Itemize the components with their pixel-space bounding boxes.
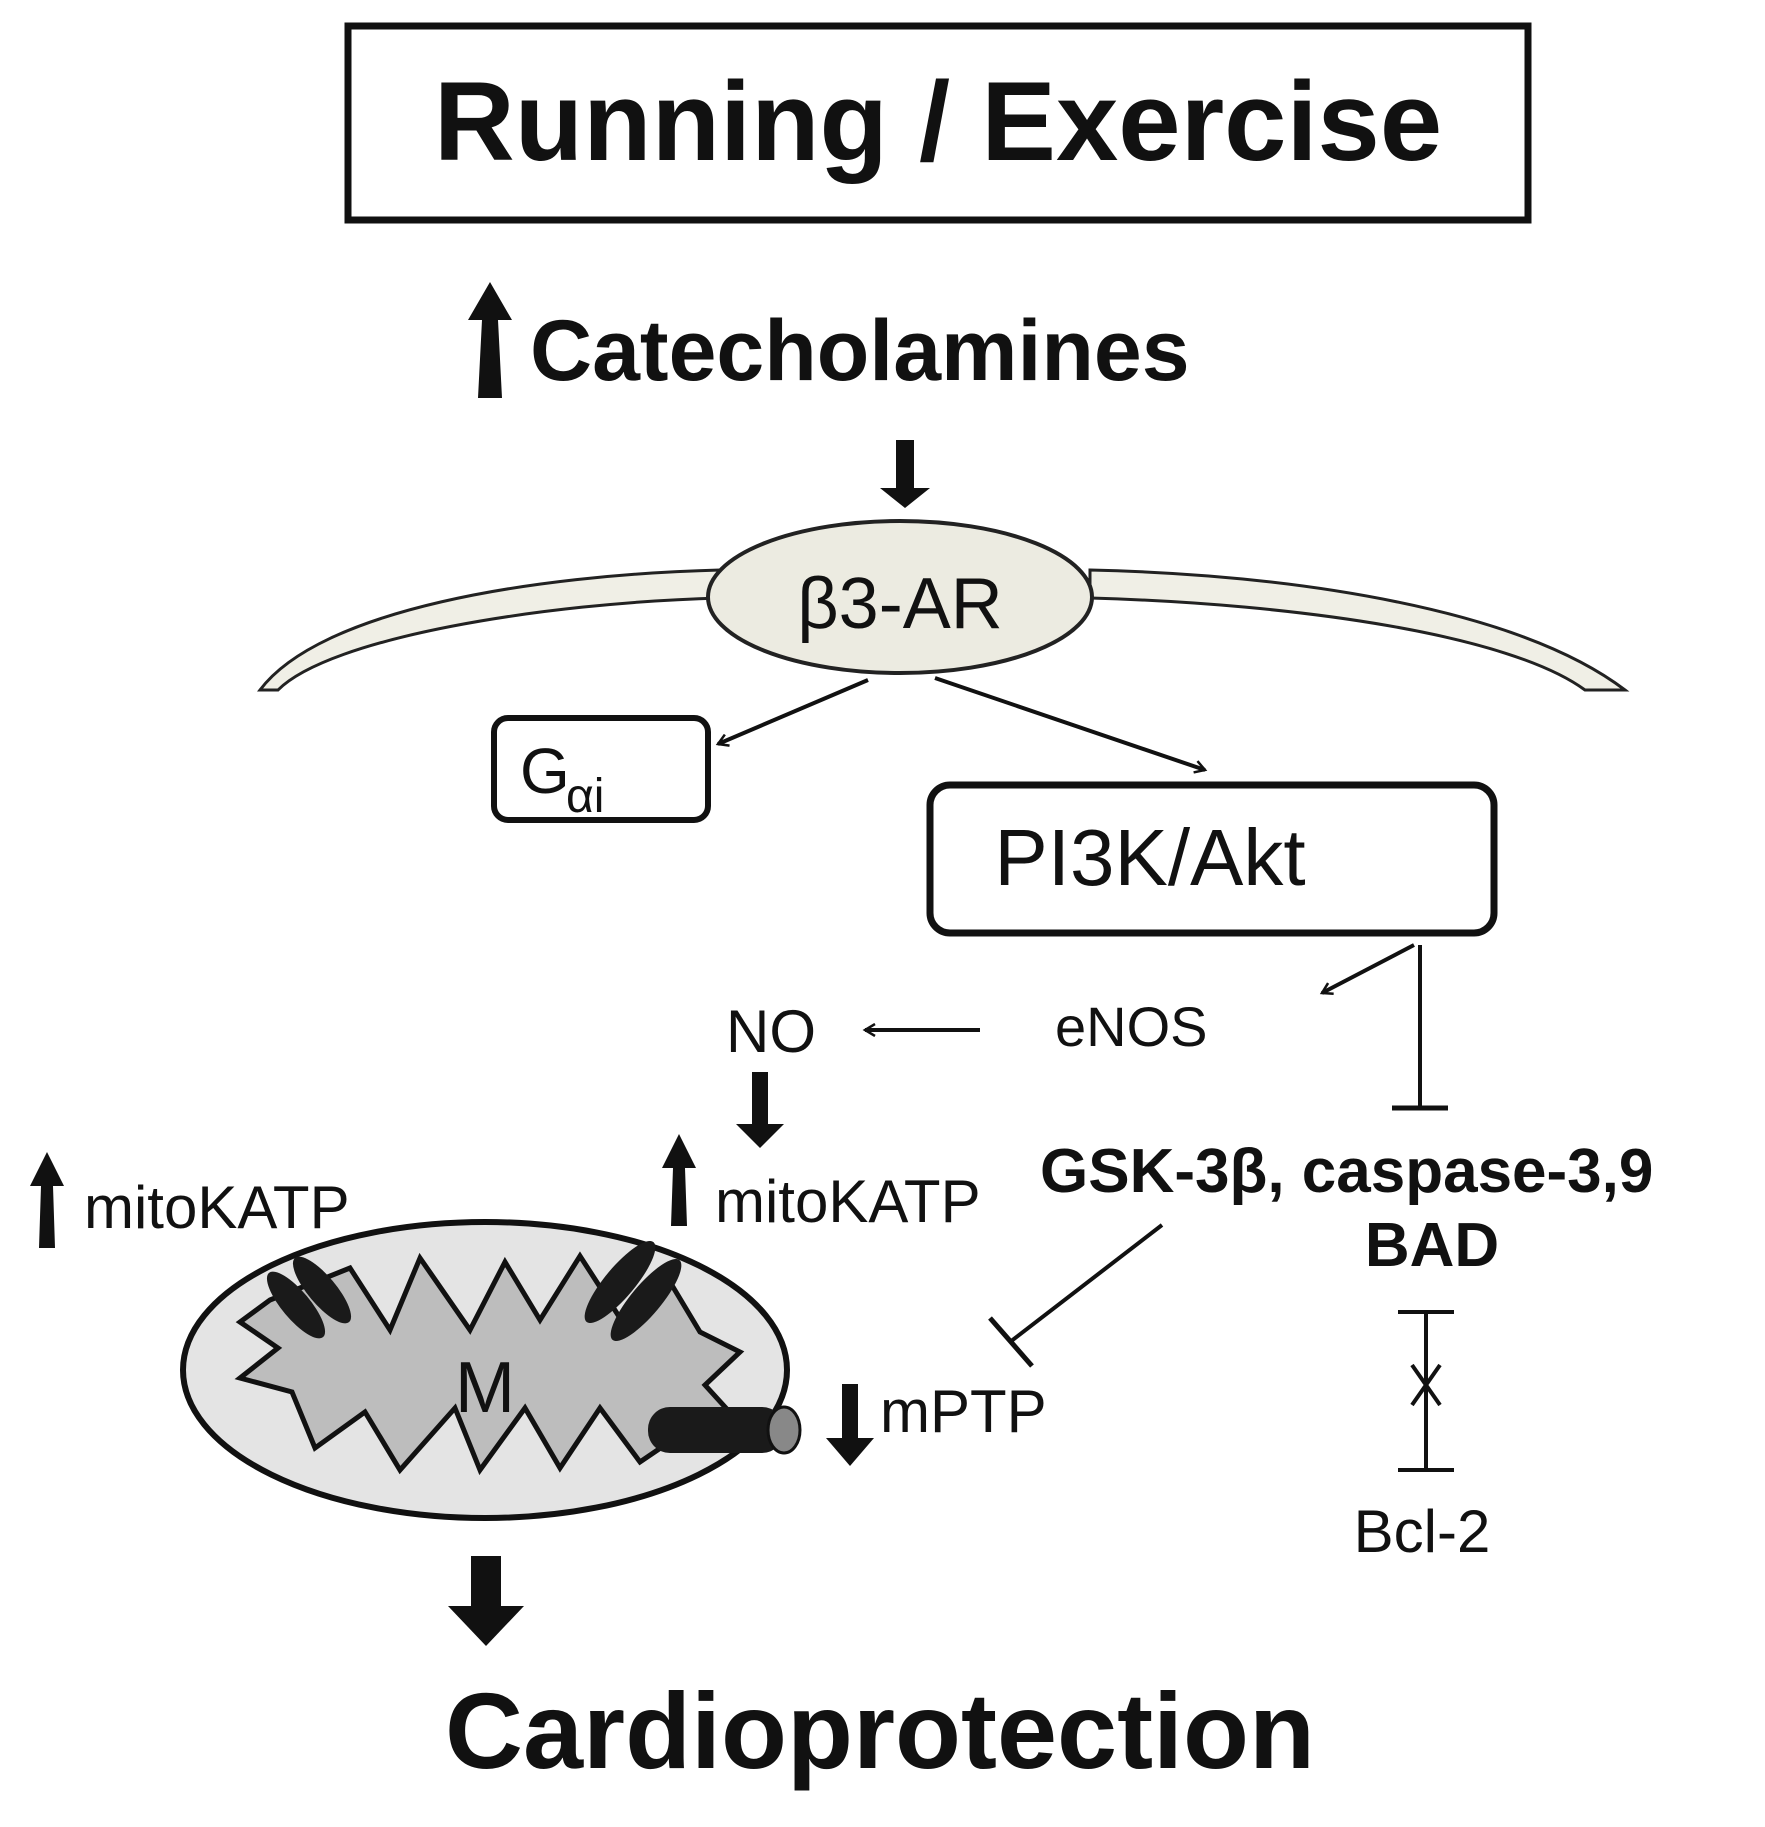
- g-alpha-i-node: G αi: [491, 715, 711, 823]
- beta3-ar-node: β3-AR: [706, 519, 1094, 675]
- gsk-caspase-label: GSK-3β, caspase-3,9: [1040, 1137, 1653, 1206]
- cardioprotection-label: Cardioprotection: [445, 1670, 1315, 1791]
- down-arrow-icon: [736, 1072, 784, 1148]
- arrow-to-pi3k-akt: [934, 676, 1205, 770]
- bad-bcl2-blocked-interaction: [1398, 1310, 1454, 1472]
- mitokatp-left-label: mitoKATP: [84, 1174, 350, 1241]
- inhibition-bar-mptp: [988, 1316, 1034, 1368]
- catecholamines-label: Catecholamines: [530, 303, 1190, 399]
- enos-label: eNOS: [1055, 995, 1208, 1058]
- pi3k-akt-label: PI3K/Akt: [994, 813, 1305, 902]
- down-arrow-icon: [880, 440, 930, 508]
- beta3-ar-label: β3-AR: [797, 564, 1002, 644]
- g-alpha-i-subscript: αi: [566, 770, 604, 823]
- mitokatp-right-label: mitoKATP: [715, 1168, 981, 1235]
- bad-label: BAD: [1365, 1211, 1499, 1280]
- no-label: NO: [726, 998, 816, 1065]
- arrow-to-enos: [1322, 943, 1415, 993]
- arrow-to-g-alpha-i: [718, 678, 869, 744]
- increase-arrow-icon: [30, 1152, 64, 1248]
- g-alpha-i-label: G: [520, 735, 570, 807]
- mitochondrion-icon: M: [180, 1219, 802, 1521]
- increase-arrow-icon: [468, 282, 512, 398]
- increase-arrow-icon: [662, 1134, 696, 1226]
- mitochondrion-label: M: [455, 1348, 515, 1428]
- pi3k-akt-node: PI3K/Akt: [926, 781, 1498, 937]
- running-exercise-label: Running / Exercise: [434, 59, 1442, 184]
- decrease-arrow-icon: [826, 1384, 874, 1466]
- mptp-label: mPTP: [880, 1378, 1047, 1445]
- inhibition-line-mptp: [1008, 1223, 1164, 1344]
- bcl2-label: Bcl-2: [1354, 1498, 1491, 1565]
- running-exercise-node: Running / Exercise: [344, 22, 1532, 224]
- down-arrow-icon: [448, 1556, 524, 1646]
